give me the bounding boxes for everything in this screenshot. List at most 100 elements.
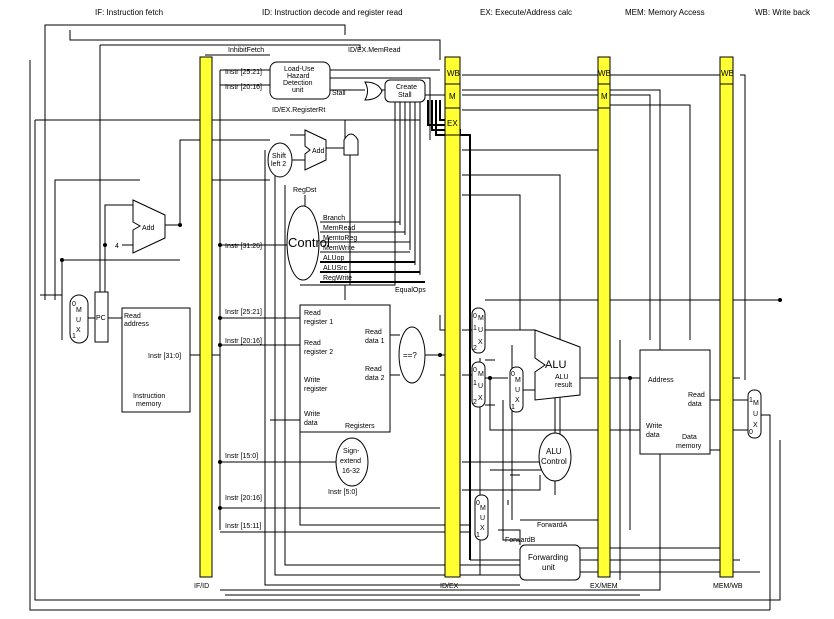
alu: ALU ALU result <box>534 329 581 401</box>
svg-text:unit: unit <box>542 563 556 572</box>
idex-ex-field: EX <box>447 119 458 128</box>
forward-b-label: ForwardB <box>505 537 536 544</box>
branch-adder: Add <box>304 129 327 171</box>
svg-text:Address: Address <box>648 377 674 384</box>
svg-text:Read: Read <box>124 313 141 320</box>
svg-text:X: X <box>76 327 81 334</box>
svg-text:unit: unit <box>292 87 303 94</box>
svg-text:1: 1 <box>476 532 480 539</box>
svg-text:Add: Add <box>142 225 155 232</box>
constant-four: 4 <box>115 243 119 250</box>
instr-2016-low: Instr [20:16] <box>225 495 262 502</box>
inhibit-fetch-label: InhibitFetch <box>228 47 264 54</box>
svg-text:data 2: data 2 <box>365 375 385 382</box>
svg-text:0: 0 <box>749 429 753 436</box>
svg-text:1: 1 <box>473 380 477 387</box>
svg-text:2: 2 <box>473 399 477 406</box>
svg-text:1: 1 <box>72 333 76 340</box>
svg-text:Data: Data <box>682 434 697 441</box>
equality-comparator: ==? <box>398 326 426 384</box>
instr-1511: Instr [15:11] <box>225 523 262 530</box>
svg-text:Write: Write <box>646 423 662 430</box>
svg-text:U: U <box>515 387 520 394</box>
svg-text:MemtoReg: MemtoReg <box>323 235 357 242</box>
svg-text:PC: PC <box>96 315 106 322</box>
svg-text:U: U <box>76 317 81 324</box>
svg-text:data: data <box>688 401 702 408</box>
svg-text:M: M <box>478 371 484 378</box>
or-gate <box>364 81 383 101</box>
svg-text:MemRead: MemRead <box>323 225 355 232</box>
svg-text:U: U <box>478 327 483 334</box>
svg-text:extend: extend <box>340 458 361 465</box>
svg-text:Read: Read <box>365 329 382 336</box>
svg-text:memory: memory <box>676 443 702 450</box>
svg-text:data: data <box>646 432 660 439</box>
pc-mux: 0 M U X 1 <box>69 294 89 344</box>
stall-label: Stall <box>332 90 346 97</box>
stage-id-label: ID: Instruction decode and register read <box>262 8 403 17</box>
svg-text:data: data <box>304 420 318 427</box>
svg-text:Registers: Registers <box>345 423 375 430</box>
stage-wb-label: WB: Write back <box>755 8 811 17</box>
instr-2521-top: Instr [25:21] <box>225 69 262 76</box>
svg-text:address: address <box>124 321 149 328</box>
data-memory: Address Write data Read data Data memory <box>639 349 711 455</box>
svg-text:Control: Control <box>288 235 330 250</box>
svg-text:0: 0 <box>511 371 515 378</box>
sign-extend-unit: Sign- extend 16-32 <box>335 437 369 487</box>
svg-text:X: X <box>478 395 483 402</box>
memwb-register <box>719 56 734 578</box>
svg-text:1: 1 <box>511 404 515 411</box>
instr-3126: Instr [31:26] <box>225 243 262 250</box>
writeback-mux: 1 M U X 0 <box>747 389 762 439</box>
svg-text:1: 1 <box>473 325 477 332</box>
svg-text:X: X <box>753 422 758 429</box>
svg-text:Read: Read <box>304 310 321 317</box>
alu-control-unit: ALU Control <box>538 432 572 482</box>
svg-text:Forwarding: Forwarding <box>528 553 568 562</box>
svg-text:RegWrite: RegWrite <box>323 275 352 282</box>
memwb-label: MEM/WB <box>713 583 743 590</box>
svg-text:Sign-: Sign- <box>343 448 360 455</box>
svg-text:0: 0 <box>476 500 480 507</box>
idex-label: ID/EX <box>440 583 459 590</box>
svg-text:Read: Read <box>688 392 705 399</box>
svg-text:M: M <box>515 377 521 384</box>
svg-text:X: X <box>478 339 483 346</box>
create-stall-unit: Create Stall <box>384 79 426 103</box>
memwb-wb-field: WB <box>721 69 734 78</box>
idex-registerrt-label: ID/EX.RegisterRt <box>272 107 325 114</box>
svg-text:register 2: register 2 <box>304 349 333 356</box>
exmem-label: EX/MEM <box>590 583 618 590</box>
forwarding-unit: Forwarding unit <box>519 544 581 581</box>
ifid-label: IF/ID <box>194 583 209 590</box>
svg-text:ALUop: ALUop <box>323 255 345 262</box>
svg-text:register 1: register 1 <box>304 319 333 326</box>
svg-text:Read: Read <box>365 366 382 373</box>
svg-text:X: X <box>480 525 485 532</box>
register-file: Read register 1 Read register 2 Write re… <box>299 304 391 433</box>
exmem-m-field: M <box>601 92 608 101</box>
pc-register: PC <box>94 291 109 343</box>
ifid-register <box>199 56 213 578</box>
svg-text:result: result <box>555 382 572 389</box>
stage-ex-label: EX: Execute/Address calc <box>480 8 572 17</box>
svg-text:left 2: left 2 <box>271 161 286 168</box>
instr-0500: Instr [5:0] <box>328 489 357 496</box>
svg-text:U: U <box>478 383 483 390</box>
svg-text:ALU: ALU <box>555 374 569 381</box>
svg-text:Add: Add <box>312 148 325 155</box>
svg-text:0: 0 <box>473 367 477 374</box>
svg-text:M: M <box>478 315 484 322</box>
svg-text:Instr [31:0]: Instr [31:0] <box>148 353 181 360</box>
svg-text:Detection: Detection <box>283 80 313 87</box>
instr-2521: Instr [25:21] <box>225 309 262 316</box>
and-gate <box>343 133 359 156</box>
svg-text:Write: Write <box>304 377 320 384</box>
svg-text:ALUSrc: ALUSrc <box>323 265 348 272</box>
svg-text:ALU: ALU <box>545 359 566 371</box>
idex-m-field: M <box>449 92 456 101</box>
